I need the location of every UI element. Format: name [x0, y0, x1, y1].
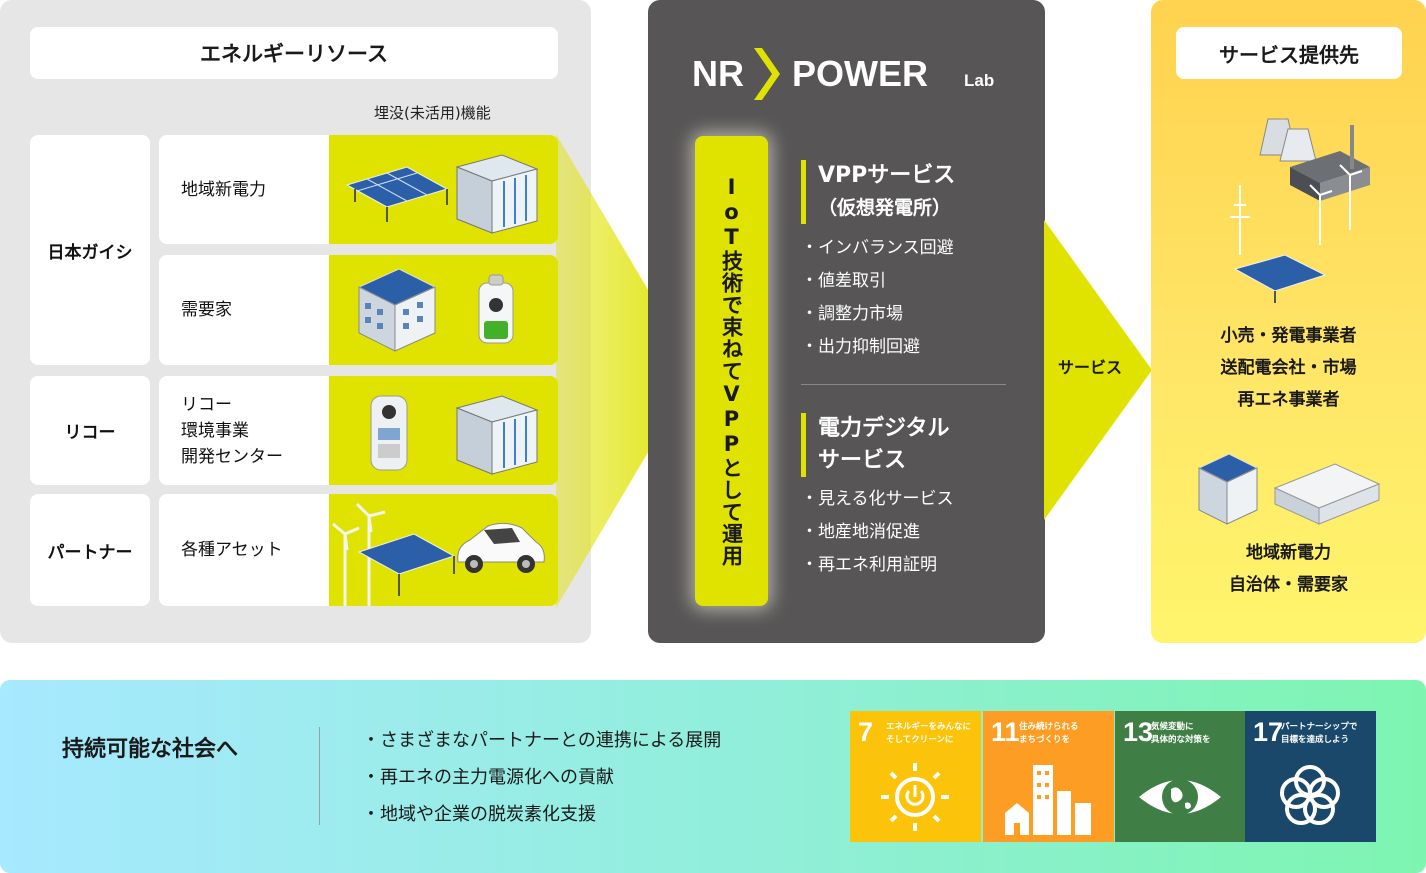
vpp-item: 値差取引 — [801, 265, 955, 298]
service-arrow-label: サービス — [1058, 358, 1123, 377]
building-and-battery-icon — [357, 268, 514, 352]
sdg-number: 13 — [1123, 717, 1154, 747]
goal-item: 再エネの主力電源化への貢献 — [362, 759, 721, 796]
client-text: 送配電会社・市場 — [1220, 358, 1357, 378]
resource-row-ricoh-center: リコー 環境事業 開発センター — [159, 376, 558, 485]
iot-vpp-text: IoT技術で束ねてVPPとして運用 — [719, 175, 744, 567]
resource-label: 各種アセット — [181, 540, 283, 560]
org-ngk: 日本ガイシ — [30, 135, 150, 365]
service-arrow — [1044, 220, 1152, 520]
vpp-service-block: VPPサービス （仮想発電所） インバランス回避 値差取引 調整力市場 出力抑制… — [801, 160, 955, 364]
goals-list: さまざまなパートナーとの連携による展開 再エネの主力電源化への貢献 地域や企業の… — [362, 722, 721, 833]
sdg-number: 11 — [991, 717, 1020, 747]
digital-service-title: 電力デジタル サービス — [801, 413, 954, 477]
eye-earth-icon — [1139, 779, 1221, 815]
digital-item: 地産地消促進 — [801, 516, 954, 549]
nr-power-lab-logo: NR POWER Lab — [692, 48, 994, 100]
rings-flower-icon — [1280, 765, 1340, 825]
sdg-tile-11: 11 住み続けられる まちづくりを — [983, 711, 1114, 842]
client-text: 地域新電力 — [1246, 543, 1331, 563]
digital-title-line2: サービス — [818, 448, 907, 473]
power-plant-icon — [1230, 118, 1370, 303]
sdg-number: 17 — [1253, 717, 1284, 747]
sdg-text: パートナーシップで 目標を達成しよう — [1281, 722, 1358, 745]
resource-row-regional-power: 地域新電力 — [159, 135, 558, 244]
service-clients-title: サービス提供先 — [1176, 27, 1402, 79]
resource-label: 需要家 — [181, 300, 232, 320]
logo-lab: Lab — [964, 71, 994, 90]
sdg-tile-17: 17 パートナーシップで 目標を達成しよう — [1245, 711, 1376, 842]
client-group-2: 地域新電力 自治体・需要家 — [1151, 537, 1426, 601]
funnel-arrow — [556, 134, 696, 608]
resource-image — [329, 376, 558, 485]
digital-item: 再エネ利用証明 — [801, 549, 954, 582]
service-divider — [801, 384, 1006, 385]
resource-image — [329, 135, 558, 244]
sustainable-society-title: 持続可能な社会へ — [62, 737, 239, 762]
sdg-text: エネルギーをみんなに そしてクリーンに — [886, 722, 972, 745]
service-clients-panel — [1151, 0, 1426, 643]
resource-image — [329, 255, 558, 365]
resource-row-consumer: 需要家 — [159, 255, 558, 365]
org-partner: パートナー — [30, 494, 150, 606]
sdg-text: 住み続けられる まちづくりを — [1019, 722, 1079, 745]
charger-and-battery-icon — [370, 395, 539, 475]
band-divider — [319, 727, 320, 825]
vpp-item: 調整力市場 — [801, 298, 955, 331]
resource-row-assets: 各種アセット — [159, 494, 558, 606]
solar-and-battery-icon — [345, 154, 539, 234]
goal-item: さまざまなパートナーとの連携による展開 — [362, 722, 721, 759]
client-group-1: 小売・発電事業者 送配電会社・市場 再エネ事業者 — [1151, 320, 1426, 416]
sdg-text: 気候変動に 具体的な対策を — [1151, 722, 1211, 745]
sdg-tile-7: 7 エネルギーをみんなに そしてクリーンに — [850, 711, 981, 842]
wind-solar-car-icon — [332, 502, 545, 606]
vpp-title-line2: （仮想発電所） — [818, 197, 952, 219]
client-text: 再エネ事業者 — [1237, 390, 1340, 410]
sdg-number: 7 — [858, 717, 874, 747]
unused-function-label: 埋没(未活用)機能 — [374, 104, 491, 122]
buildings-icon — [1197, 453, 1381, 525]
org-ricoh: リコー — [30, 376, 150, 485]
vpp-item: インバランス回避 — [801, 232, 955, 265]
digital-title-line1: 電力デジタル — [818, 416, 950, 441]
iot-vpp-box: IoT技術で束ねてVPPとして運用 — [695, 136, 768, 606]
resource-image — [329, 494, 558, 606]
vpp-item: 出力抑制回避 — [801, 331, 955, 364]
client-text: 小売・発電事業者 — [1220, 326, 1357, 346]
digital-service-block: 電力デジタル サービス 見える化サービス 地産地消促進 再エネ利用証明 — [801, 413, 954, 582]
goal-item: 地域や企業の脱炭素化支援 — [362, 796, 721, 833]
resource-label: リコー 環境事業 開発センター — [181, 394, 283, 467]
logo-nr: NR — [692, 53, 744, 94]
resource-label: 地域新電力 — [181, 179, 266, 200]
digital-item: 見える化サービス — [801, 483, 954, 516]
logo-power: POWER — [792, 53, 928, 94]
city-buildings-icon — [1005, 765, 1091, 835]
vpp-service-title: VPPサービス （仮想発電所） — [801, 160, 955, 224]
sun-power-icon — [881, 763, 949, 831]
sdg-tile-13: 13 気候変動に 具体的な対策を — [1115, 711, 1246, 842]
client-text: 自治体・需要家 — [1229, 575, 1348, 595]
vpp-title-line1: VPPサービス — [818, 163, 956, 188]
energy-resources-title: エネルギーリソース — [30, 27, 558, 79]
